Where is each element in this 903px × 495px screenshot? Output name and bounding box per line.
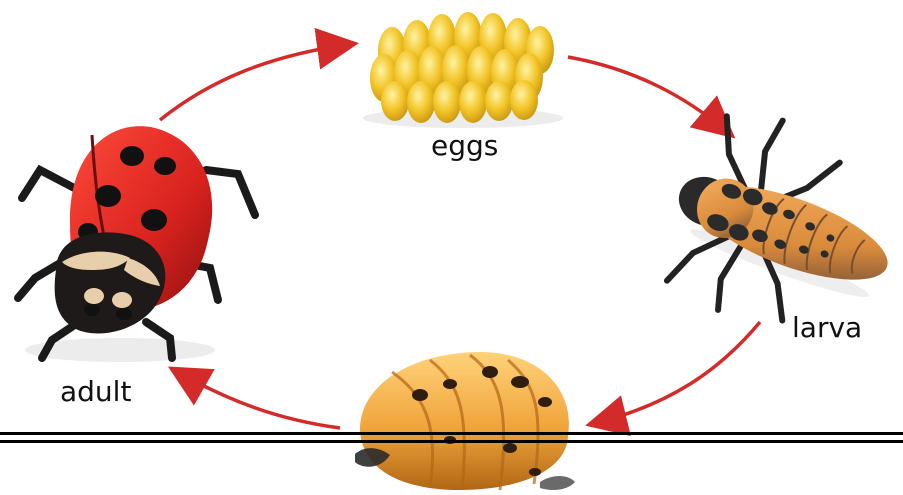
arrow-eggs-to-larva	[568, 57, 730, 134]
arrow-pupa-to-adult	[174, 370, 340, 428]
eggs-icon	[363, 12, 563, 128]
larva-icon	[647, 96, 903, 359]
divider-top	[0, 432, 903, 435]
label-adult: adult	[60, 378, 131, 406]
divider-bottom	[0, 440, 903, 443]
adult-ladybug-icon	[18, 126, 255, 362]
pupa-icon	[355, 352, 575, 490]
arrow-larva-to-pupa	[592, 322, 760, 424]
arrow-adult-to-eggs	[160, 44, 352, 120]
label-larva: larva	[792, 314, 862, 342]
label-eggs: eggs	[431, 132, 498, 160]
